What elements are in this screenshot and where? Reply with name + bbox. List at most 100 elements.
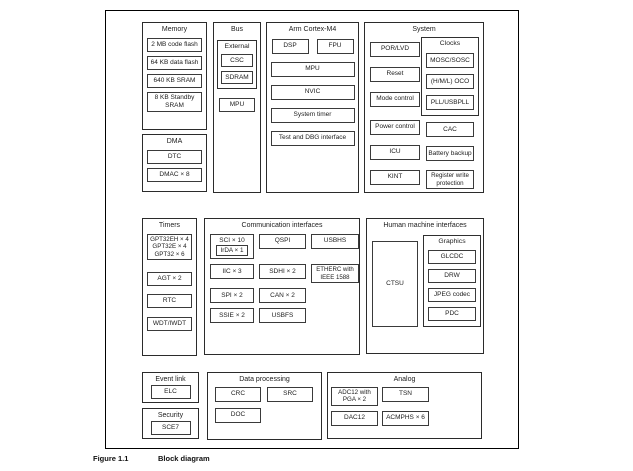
analog-grid: ADC12 with PGA × 2 TSN DAC12 ACMPHS × 6: [331, 386, 481, 426]
group-bus: Bus External CSC SDRAM MPU: [213, 22, 261, 193]
group-hmi-title: Human machine interfaces: [383, 222, 467, 229]
block-por-lvd: POR/LVD: [370, 41, 420, 57]
block-pll-usbpll: PLL/USBPLL: [426, 95, 474, 111]
subgroup-graphics: Graphics GLCDC DRW JPEG codec PDC: [423, 234, 481, 328]
block-irda: IrDA × 1: [216, 245, 248, 257]
block-dtc: DTC: [147, 149, 202, 164]
group-memory: Memory 2 MB code flash 64 KB data flash …: [142, 22, 207, 130]
block-system-timer: System timer: [270, 107, 355, 123]
block-iic: IIC × 3: [210, 264, 254, 280]
gpt-line-1: GPT32EH × 4: [150, 235, 189, 243]
block-etherc: ETHERC with IEEE 1588: [311, 264, 359, 284]
group-event-link-title: Event link: [155, 376, 186, 383]
block-standby-sram: 8 KB Standby SRAM: [147, 91, 202, 112]
communication-grid: SCI × 10 IrDA × 1 QSPI USBHS IIC × 3 SDH…: [210, 233, 359, 324]
block-test-dbg-interface: Test and DBG interface: [270, 130, 355, 146]
block-adc12-pga: ADC12 with PGA × 2: [331, 386, 378, 406]
system-left-column: POR/LVD Reset Mode control Power control…: [369, 34, 421, 189]
block-glcdc: GLCDC: [428, 250, 476, 265]
block-data-flash: 64 KB data flash: [147, 55, 202, 70]
block-mode-control: Mode control: [370, 91, 420, 107]
block-mosc-sosc: MOSC/SOSC: [426, 53, 474, 69]
block-battery-backup: Battery backup: [426, 146, 474, 162]
block-csc: CSC: [221, 54, 253, 68]
subgroup-clocks-title: Clocks: [439, 39, 461, 47]
block-bus-mpu: MPU: [219, 98, 255, 113]
block-cac: CAC: [426, 122, 474, 138]
block-sce7: SCE7: [150, 420, 191, 435]
system-right-column: Clocks MOSC/SOSC (H/M/L) OCO PLL/USBPLL …: [421, 34, 479, 190]
group-data-processing-title: Data processing: [239, 376, 290, 383]
group-security: Security SCE7: [142, 408, 199, 439]
block-drw: DRW: [428, 269, 476, 284]
block-hml-oco: (H/M/L) OCO: [426, 74, 474, 90]
block-tsn: TSN: [382, 386, 429, 402]
data-processing-grid: CRC SRC DOC: [215, 386, 321, 423]
subgroup-graphics-title: Graphics: [438, 237, 466, 245]
group-event-link: Event link ELC: [142, 372, 199, 403]
group-dma-title: DMA: [166, 138, 183, 145]
block-sdhi: SDHI × 2: [259, 264, 306, 280]
block-usbfs: USBFS: [259, 308, 306, 324]
block-can: CAN × 2: [259, 288, 306, 304]
block-sci: SCI × 10 IrDA × 1: [210, 233, 254, 260]
group-communication-interfaces: Communication interfaces SCI × 10 IrDA ×…: [204, 218, 360, 355]
figure-caption: Figure 1.1 Block diagram: [93, 454, 210, 463]
block-rtc: RTC: [147, 294, 192, 308]
block-kint: KINT: [370, 169, 420, 185]
block-ctsu: CTSU: [372, 240, 418, 328]
group-timers-title: Timers: [158, 222, 181, 229]
block-elc: ELC: [150, 384, 191, 399]
block-spi: SPI × 2: [210, 288, 254, 304]
figure-caption-label: Figure 1.1: [93, 454, 129, 463]
block-dsp: DSP: [271, 38, 309, 54]
group-communication-title: Communication interfaces: [241, 222, 323, 229]
block-sram: 640 KB SRAM: [147, 73, 202, 88]
block-reset: Reset: [370, 66, 420, 82]
group-data-processing: Data processing CRC SRC DOC: [207, 372, 322, 440]
block-pdc: PDC: [428, 307, 476, 322]
group-arm-title: Arm Cortex-M4: [288, 26, 337, 33]
gpt-line-3: GPT32 × 6: [154, 250, 185, 258]
block-jpeg-codec: JPEG codec: [428, 288, 476, 303]
group-analog: Analog ADC12 with PGA × 2 TSN DAC12 ACMP…: [327, 372, 482, 439]
block-usbhs: USBHS: [311, 233, 359, 249]
block-doc: DOC: [215, 407, 261, 423]
hmi-body: CTSU Graphics GLCDC DRW JPEG codec PDC: [372, 234, 483, 328]
subgroup-clocks: Clocks MOSC/SOSC (H/M/L) OCO PLL/USBPLL: [421, 36, 479, 117]
block-agt: AGT × 2: [147, 272, 192, 286]
arm-dsp-fpu-row: DSP FPU: [271, 38, 354, 54]
block-nvic: NVIC: [270, 84, 355, 100]
group-bus-title: Bus: [230, 26, 244, 33]
subgroup-external: External CSC SDRAM: [217, 39, 257, 90]
sci-label: SCI × 10: [219, 236, 245, 244]
gpt-line-2: GPT32E × 4: [152, 243, 187, 251]
group-memory-title: Memory: [161, 26, 188, 33]
block-ssie: SSIE × 2: [210, 308, 254, 324]
group-human-machine-interfaces: Human machine interfaces CTSU Graphics G…: [366, 218, 484, 354]
block-wdt-iwdt: WDT/IWDT: [147, 317, 192, 331]
block-sdram: SDRAM: [221, 71, 253, 85]
block-register-write-protection: Register write protection: [426, 170, 474, 190]
diagram-frame: Memory 2 MB code flash 64 KB data flash …: [105, 10, 519, 449]
group-security-title: Security: [157, 412, 184, 419]
block-gpt: GPT32EH × 4 GPT32E × 4 GPT32 × 6: [147, 233, 192, 260]
block-code-flash: 2 MB code flash: [147, 37, 202, 52]
block-crc: CRC: [215, 386, 261, 402]
block-dmac: DMAC × 8: [147, 167, 202, 182]
block-fpu: FPU: [316, 38, 354, 54]
figure-caption-title: Block diagram: [158, 454, 210, 463]
block-src: SRC: [267, 386, 313, 402]
group-system: System POR/LVD Reset Mode control Power …: [364, 22, 484, 193]
block-qspi: QSPI: [259, 233, 306, 249]
subgroup-external-title: External: [224, 42, 250, 50]
group-dma: DMA DTC DMAC × 8: [142, 134, 207, 192]
group-arm-cortex-m4: Arm Cortex-M4 DSP FPU MPU NVIC System ti…: [266, 22, 359, 193]
block-dac12: DAC12: [331, 410, 378, 426]
block-power-control: Power control: [370, 119, 420, 135]
group-system-title: System: [412, 26, 436, 33]
system-columns: POR/LVD Reset Mode control Power control…: [365, 34, 483, 190]
block-arm-mpu: MPU: [270, 61, 355, 77]
block-icu: ICU: [370, 144, 420, 160]
